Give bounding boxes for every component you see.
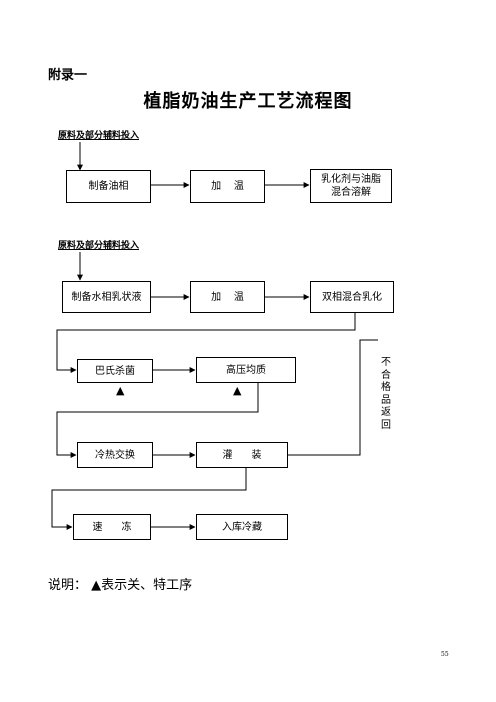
arrow-homogenize-to-exchange <box>56 383 259 458</box>
box-heat-exchange: 冷热交换 <box>77 442 153 468</box>
line-rejected-return <box>288 339 378 456</box>
box-pasteurize: 巴氏杀菌 <box>77 359 153 383</box>
box-heat-1: 加 温 <box>190 170 265 203</box>
box-heat-2-label: 加 温 <box>211 291 244 303</box>
box-heat-1-label: 加 温 <box>211 181 244 192</box>
box-water-phase-label: 制备水相乳状液 <box>71 291 142 303</box>
box-heat-2: 加 温 <box>190 281 265 313</box>
rejected-return-label: 不合格品返回 <box>381 357 391 431</box>
input-label-water: 原料及部分辅料投入 <box>58 241 140 251</box>
input-label-oil: 原料及部分辅料投入 <box>58 131 140 141</box>
arrow-filling-to-freeze <box>51 468 247 530</box>
box-emulsifier-mix-label: 乳化剂与油脂 混合溶解 <box>321 174 381 198</box>
box-filling: 灌 装 <box>196 442 288 468</box>
box-quick-freeze-label: 速 冻 <box>92 521 132 533</box>
box-oil-phase-label: 制备油相 <box>88 181 129 192</box>
special-process-marker-2: ▲ <box>233 384 242 397</box>
appendix-label: 附录一 <box>48 68 88 83</box>
box-filling-label: 灌 装 <box>222 449 262 461</box>
arrow-two-phase-to-pasteurize <box>56 313 356 373</box>
box-homogenize-label: 高压均质 <box>226 364 266 376</box>
box-homogenize: 高压均质 <box>196 357 296 383</box>
box-two-phase-label: 双相混合乳化 <box>322 291 382 303</box>
box-emulsifier-mix: 乳化剂与油脂 混合溶解 <box>310 169 392 203</box>
box-heat-exchange-label: 冷热交换 <box>95 449 135 461</box>
box-oil-phase: 制备油相 <box>66 170 151 203</box>
legend-note: 说明： ▲表示关、特工序 <box>48 578 193 593</box>
box-cold-storage-label: 入库冷藏 <box>222 521 262 533</box>
page-number: 55 <box>441 651 449 658</box>
box-two-phase: 双相混合乳化 <box>310 281 394 313</box>
box-cold-storage: 入库冷藏 <box>196 514 288 540</box>
box-quick-freeze: 速 冻 <box>73 514 151 540</box>
special-process-marker-1: ▲ <box>116 384 125 397</box>
box-water-phase: 制备水相乳状液 <box>62 281 151 313</box>
box-pasteurize-label: 巴氏杀菌 <box>95 365 135 377</box>
page-title: 植脂奶油生产工艺流程图 <box>143 91 353 112</box>
